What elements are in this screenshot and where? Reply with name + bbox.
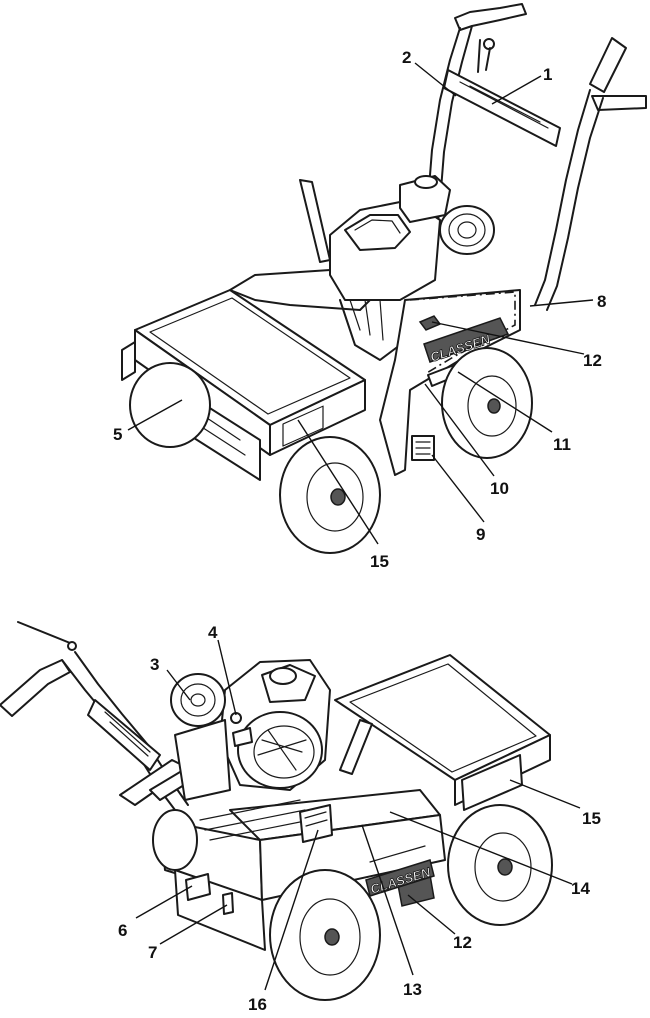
rear-view-machine: CLASSEN [0, 621, 553, 1001]
front-view-machine: CLASSEN [121, 3, 647, 554]
callout-10-front: 10 [490, 479, 509, 498]
callout-1-front: 1 [543, 65, 552, 84]
callout-8-front: 8 [597, 292, 606, 311]
callout-6-rear: 6 [118, 921, 127, 940]
callout-13-rear: 13 [403, 980, 422, 999]
wheels-front-view [129, 347, 533, 554]
callout-16-rear: 16 [248, 995, 267, 1014]
callout-15-rear: 15 [582, 809, 601, 828]
wheels-rear-view [152, 804, 553, 1001]
callout-14-rear: 14 [571, 879, 590, 898]
front-view-callouts: 1 2 5 8 9 10 11 12 15 [113, 48, 606, 571]
callout-15-front: 15 [370, 552, 389, 571]
rear-view-callouts: 3 4 6 7 12 13 14 15 16 [118, 623, 601, 1014]
callout-3-rear: 3 [150, 655, 159, 674]
handle-assembly-rear [0, 621, 209, 811]
callout-11-front: 11 [553, 435, 571, 454]
handle-assembly [424, 3, 647, 311]
callout-2-front: 2 [402, 48, 411, 67]
callout-4-rear: 4 [208, 623, 218, 642]
callout-9-front: 9 [476, 525, 485, 544]
engine [299, 175, 495, 361]
callout-12-front: 12 [583, 351, 602, 370]
callout-7-rear: 7 [148, 943, 157, 962]
engine-rear [170, 659, 331, 801]
callout-5-front: 5 [113, 425, 122, 444]
callout-12-rear: 12 [453, 933, 472, 952]
